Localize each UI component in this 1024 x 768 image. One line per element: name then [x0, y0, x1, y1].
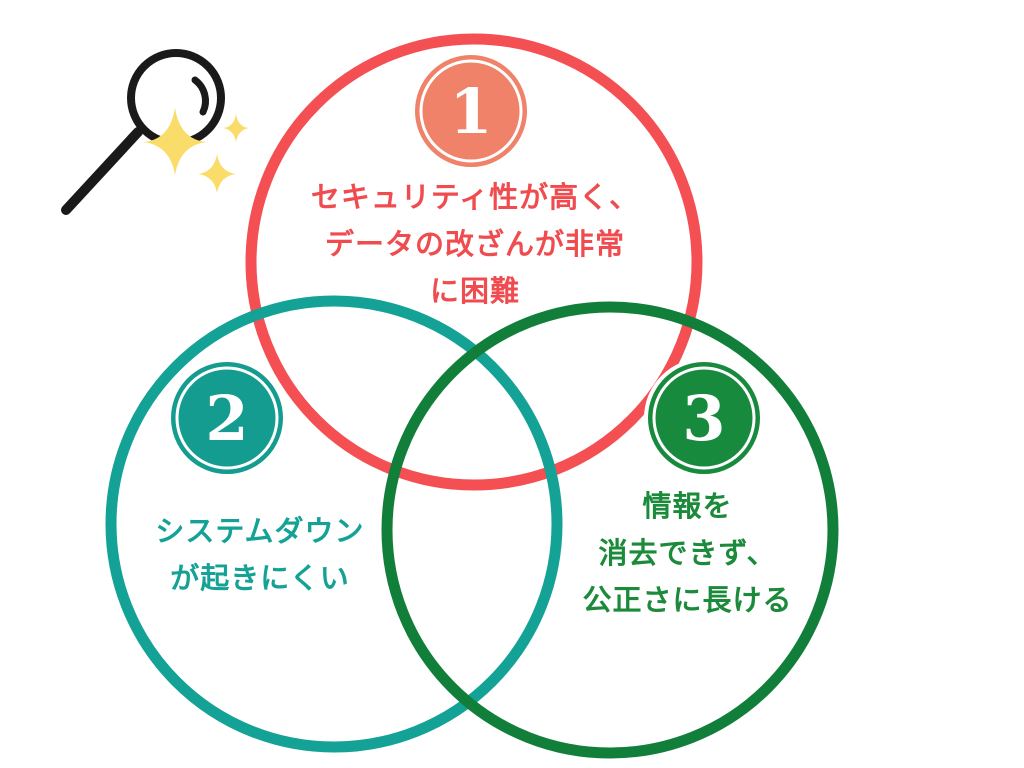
circle-2-line-1: システムダウン — [155, 514, 365, 548]
circle-1-line-1: セキュリティ性が高く、 — [310, 180, 640, 214]
number-badge-1: 1 — [411, 51, 531, 171]
number-badge-2: 2 — [167, 358, 287, 478]
circle-security — [245, 33, 703, 491]
circle-3-line-1: 情報を — [642, 489, 733, 523]
circle-information — [381, 301, 839, 759]
circle-3-text: 情報を 消去できず、 公正さに長ける — [545, 483, 830, 624]
circle-3-line-2: 消去できず、 — [598, 536, 777, 570]
sparkle-icon — [143, 108, 249, 193]
circle-2-line-2: が起きにくい — [170, 561, 350, 595]
number-3: 3 — [682, 382, 725, 455]
number-2: 2 — [205, 382, 248, 455]
circle-1-line-3: に困難 — [429, 274, 520, 308]
circle-3-line-3: 公正さに長ける — [582, 583, 793, 617]
circle-1-text: セキュリティ性が高く、 データの改ざんが非常 に困難 — [290, 174, 660, 315]
circle-system — [105, 295, 563, 753]
number-1: 1 — [449, 75, 492, 148]
magnifying-glass-icon — [61, 49, 225, 215]
sparkle-icon — [143, 108, 207, 175]
circle-1-line-2: データの改ざんが非常 — [324, 227, 625, 261]
number-badge-3: 3 — [644, 358, 764, 478]
sparkle-icon — [198, 154, 236, 193]
sparkle-icon — [223, 114, 249, 142]
circle-2-text: システムダウン が起きにくい — [120, 508, 400, 602]
